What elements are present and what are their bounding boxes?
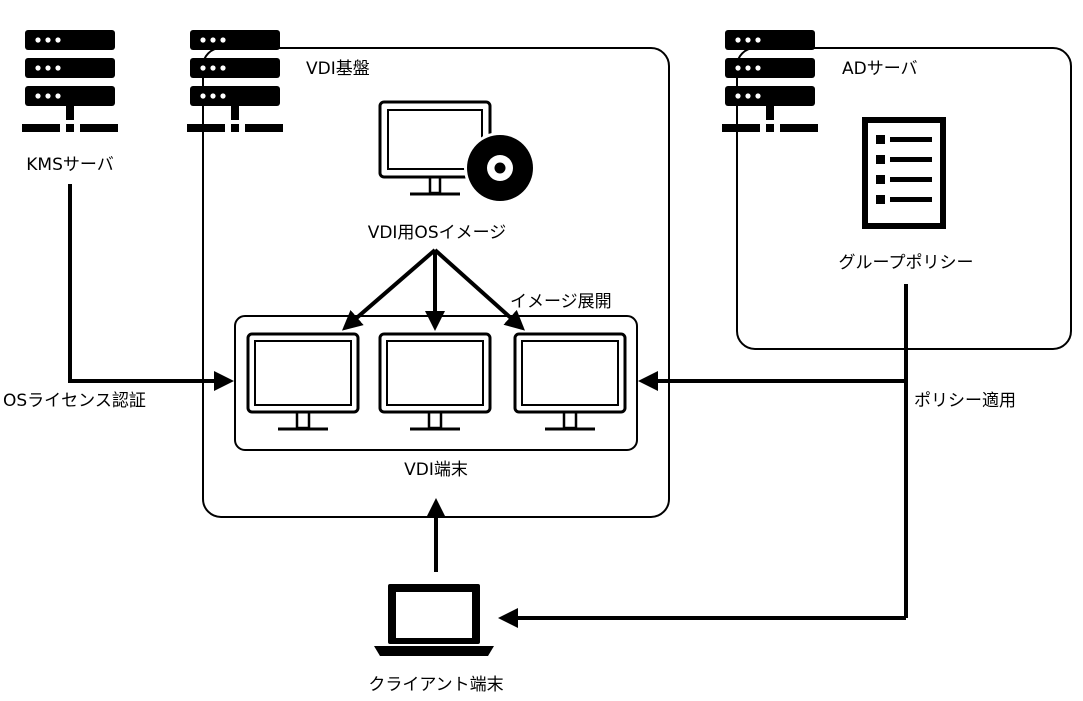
- image-deploy-label: イメージ展開: [510, 292, 612, 312]
- policy-document-icon: [862, 117, 946, 229]
- deploy-arrow-right: [433, 248, 525, 331]
- license-auth-arrow: [68, 184, 234, 391]
- deploy-arrow-left: [341, 248, 437, 331]
- vdi-terminal-monitor-icon: [246, 332, 360, 431]
- vdi-terminal-monitor-icon: [513, 332, 627, 431]
- ad-server-label: ADサーバ: [842, 59, 918, 79]
- kms-server-icon: [22, 30, 118, 132]
- laptop-icon: [374, 584, 494, 656]
- vdi-platform-label: VDI基盤: [306, 59, 370, 79]
- client-terminal-label: クライアント端末: [368, 675, 503, 695]
- policy-apply-label: ポリシー適用: [914, 391, 1016, 411]
- vdi-terminal-monitor-icon: [378, 332, 492, 431]
- disc-icon: [464, 132, 536, 204]
- vdi-terminal-label: VDI端末: [404, 460, 468, 480]
- ad-server-icon: [722, 30, 818, 132]
- group-policy-label: グループポリシー: [839, 253, 974, 273]
- kms-server-label: KMSサーバ: [26, 155, 113, 175]
- os-image-label: VDI用OSイメージ: [368, 223, 507, 243]
- os-license-label: OSライセンス認証: [3, 391, 146, 411]
- vdi-server-icon: [187, 30, 283, 132]
